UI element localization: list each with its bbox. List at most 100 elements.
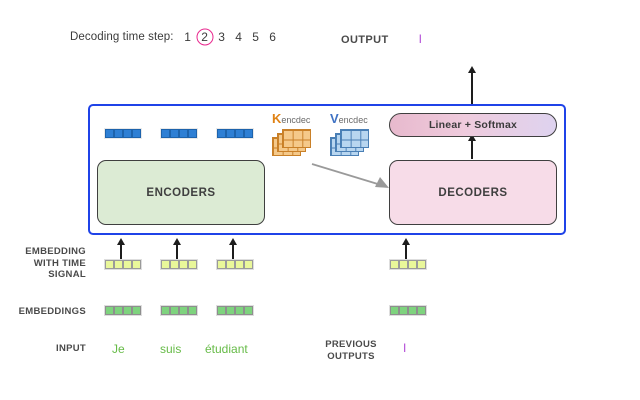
vector-cell	[399, 260, 408, 269]
input-word-3: étudiant	[205, 342, 248, 356]
time-signal-vector-1	[104, 259, 142, 270]
vector-cell	[188, 260, 197, 269]
embedding-arrow-2-icon	[176, 244, 178, 259]
previous-output-token: I	[403, 341, 407, 355]
time-signal-vector-2	[160, 259, 198, 270]
vector-cell	[179, 260, 188, 269]
time-step-6[interactable]: 6	[269, 30, 276, 44]
vector-cell	[226, 260, 235, 269]
vector-cell	[399, 306, 408, 315]
label-line-1: EMBEDDING	[25, 246, 86, 257]
input-word-1: Je	[112, 342, 125, 356]
vector-cell	[217, 260, 226, 269]
label-line-2: WITH TIME	[33, 257, 86, 269]
k-symbol: K	[272, 111, 282, 126]
vector-cell	[114, 306, 123, 315]
k-encdec-matrix-icon	[272, 128, 314, 156]
time-step-2-selected[interactable]: 2	[201, 30, 208, 44]
embedding-vector-1	[104, 305, 142, 316]
k-encdec-item: Kencdec	[272, 112, 316, 156]
decoding-time-step-label: Decoding time step:	[70, 31, 174, 43]
vector-cell	[179, 306, 188, 315]
previous-outputs-label: PREVIOUS OUTPUTS	[320, 339, 382, 363]
encoder-output-vector-3	[216, 128, 254, 139]
k-encdec-label: Kencdec	[272, 112, 316, 125]
matrix-sheet	[340, 129, 369, 148]
time-step-3[interactable]: 3	[218, 30, 225, 44]
time-signal-vector-decoder	[389, 259, 427, 270]
previous-outputs-line-1: PREVIOUS	[325, 339, 377, 350]
output-row: OUTPUT I	[341, 32, 422, 46]
decoding-time-step-row: Decoding time step: 1 2 3 4 5 6	[70, 31, 278, 43]
vector-cell	[105, 260, 114, 269]
vector-cell	[179, 129, 188, 138]
vector-cell	[123, 129, 132, 138]
vector-cell	[105, 306, 114, 315]
decoder-to-softmax-arrow-icon	[471, 140, 473, 159]
vector-cell	[114, 260, 123, 269]
vector-cell	[390, 260, 399, 269]
vector-cell	[235, 260, 244, 269]
time-step-5[interactable]: 5	[252, 30, 259, 44]
embedding-with-time-signal-label: EMBEDDING WITH TIME SIGNAL	[0, 246, 86, 281]
vector-cell	[390, 306, 399, 315]
label-line-3: SIGNAL	[48, 269, 86, 280]
v-symbol: V	[330, 111, 339, 126]
vector-cell	[114, 129, 123, 138]
output-token: I	[418, 32, 422, 46]
embedding-vector-2	[160, 305, 198, 316]
vector-cell	[417, 306, 426, 315]
v-encdec-item: Vencdec	[330, 112, 374, 156]
time-step-4[interactable]: 4	[235, 30, 242, 44]
output-label: OUTPUT	[341, 34, 389, 46]
input-word-2: suis	[160, 342, 182, 356]
vector-cell	[161, 129, 170, 138]
vector-cell	[123, 306, 132, 315]
encoders-block[interactable]: ENCODERS	[97, 160, 265, 225]
vector-cell	[235, 306, 244, 315]
vector-cell	[226, 129, 235, 138]
time-signal-vector-3	[216, 259, 254, 270]
time-step-list: 1 2 3 4 5 6	[183, 31, 278, 43]
vector-cell	[244, 260, 253, 269]
vector-cell	[244, 306, 253, 315]
embedding-arrow-4-icon	[405, 244, 407, 259]
vector-cell	[417, 260, 426, 269]
vector-cell	[105, 129, 114, 138]
time-step-1[interactable]: 1	[184, 30, 191, 44]
embedding-vector-decoder	[389, 305, 427, 316]
vector-cell	[132, 306, 141, 315]
vector-cell	[170, 260, 179, 269]
vector-cell	[408, 260, 417, 269]
vector-cell	[170, 129, 179, 138]
vector-cell	[244, 129, 253, 138]
vector-cell	[132, 129, 141, 138]
v-encdec-matrix-icon	[330, 128, 372, 156]
v-subscript: encdec	[338, 115, 368, 125]
encoder-output-vector-1	[104, 128, 142, 139]
vector-cell	[170, 306, 179, 315]
input-label: INPUT	[56, 343, 86, 354]
decoders-block[interactable]: DECODERS	[389, 160, 557, 225]
vector-cell	[161, 306, 170, 315]
embedding-arrow-1-icon	[120, 244, 122, 259]
vector-cell	[161, 260, 170, 269]
vector-cell	[408, 306, 417, 315]
v-encdec-label: Vencdec	[330, 112, 374, 125]
embedding-vector-3	[216, 305, 254, 316]
vector-cell	[217, 129, 226, 138]
vector-cell	[235, 129, 244, 138]
encoder-output-vector-2	[160, 128, 198, 139]
vector-cell	[132, 260, 141, 269]
vector-cell	[217, 306, 226, 315]
k-subscript: encdec	[281, 115, 311, 125]
vector-cell	[188, 306, 197, 315]
linear-softmax-block[interactable]: Linear + Softmax	[389, 113, 557, 137]
embeddings-label: EMBEDDINGS	[18, 306, 86, 317]
matrix-sheet	[282, 129, 311, 148]
embedding-arrow-3-icon	[232, 244, 234, 259]
kv-encdec-group: Kencdec Vencdec	[272, 112, 374, 156]
vector-cell	[188, 129, 197, 138]
kv-to-decoder-arrow-icon	[311, 163, 389, 188]
